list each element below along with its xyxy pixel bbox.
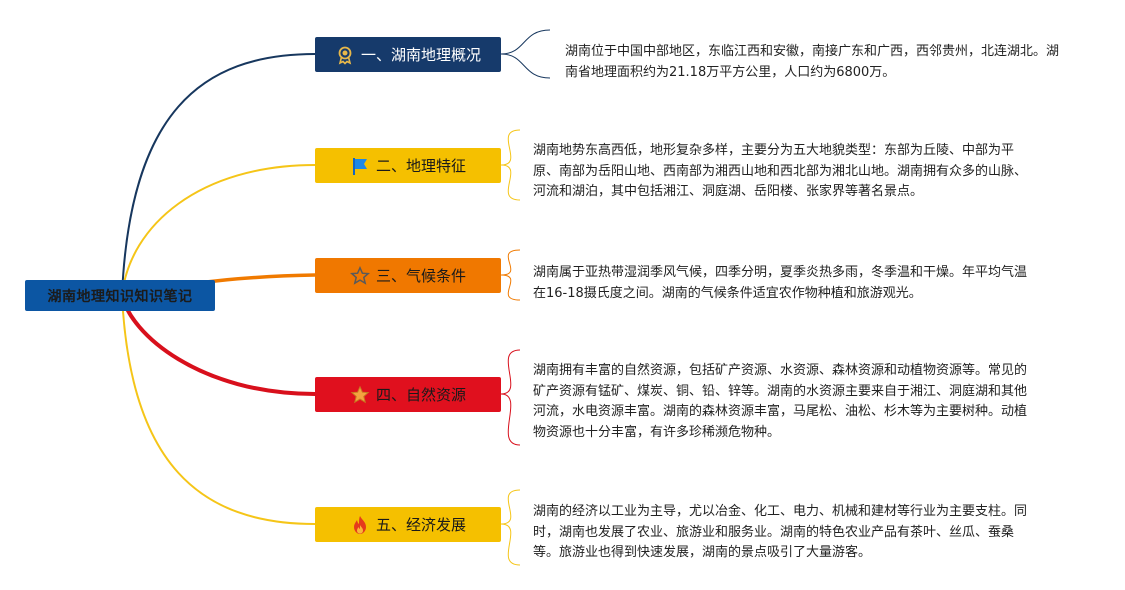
topic-resources[interactable]: 四、自然资源 bbox=[315, 377, 501, 412]
topic-climate[interactable]: 三、气候条件 bbox=[315, 258, 501, 293]
topic-economy[interactable]: 五、经济发展 bbox=[315, 507, 501, 542]
topic-label: 一、湖南地理概况 bbox=[360, 46, 481, 64]
topic-label: 二、地理特征 bbox=[375, 157, 466, 175]
note-bracket bbox=[500, 489, 521, 566]
award-ribbon-icon bbox=[335, 45, 355, 65]
root-topic[interactable]: 湖南地理知识知识笔记 bbox=[25, 280, 215, 311]
note-bracket bbox=[500, 29, 551, 79]
topic-features[interactable]: 二、地理特征 bbox=[315, 148, 501, 183]
topic-overview[interactable]: 一、湖南地理概况 bbox=[315, 37, 501, 72]
topic-note: 湖南属于亚热带湿润季风气候，四季分明，夏季炎热多雨，冬季温和干燥。年平均气温在1… bbox=[533, 265, 1028, 301]
branch-line bbox=[121, 164, 316, 296]
note-bracket bbox=[500, 349, 521, 446]
topic-note: 湖南的经济以工业为主导，尤以冶金、化工、电力、机械和建材等行业为主要支柱。同时，… bbox=[533, 504, 1028, 560]
note-bracket bbox=[500, 249, 521, 301]
flag-icon bbox=[350, 156, 370, 176]
star-filled-icon bbox=[350, 385, 370, 405]
note-bracket bbox=[500, 129, 521, 201]
root-topic-label: 湖南地理知识知识笔记 bbox=[47, 288, 193, 305]
star-outline-icon bbox=[349, 265, 371, 286]
topic-label: 三、气候条件 bbox=[375, 267, 466, 285]
branch-line bbox=[121, 53, 316, 296]
topic-note: 湖南位于中国中部地区，东临江西和安徽，南接广东和广西，西邻贵州，北连湖北。湖南省… bbox=[565, 44, 1060, 80]
topic-note: 湖南拥有丰富的自然资源，包括矿产资源、水资源、森林资源和动植物资源等。常见的矿产… bbox=[533, 363, 1028, 440]
topic-label: 五、经济发展 bbox=[375, 516, 466, 534]
fire-icon bbox=[350, 515, 370, 535]
topic-note: 湖南地势东高西低，地形复杂多样，主要分为五大地貌类型：东部为丘陵、中部为平原、南… bbox=[533, 143, 1028, 199]
branch-line bbox=[121, 294, 316, 525]
topic-label: 四、自然资源 bbox=[375, 386, 466, 404]
